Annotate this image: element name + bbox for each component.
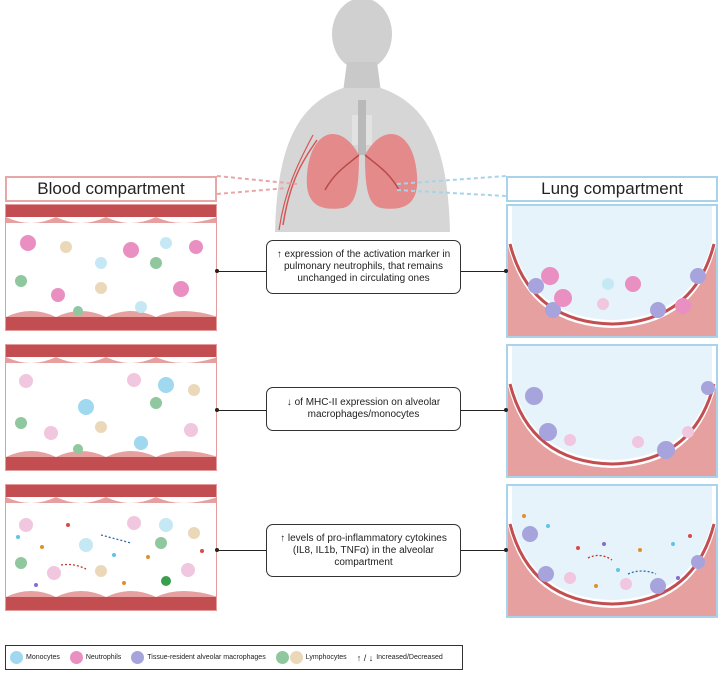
alveolus-illustration — [508, 486, 716, 616]
lung-compartment-title: Lung compartment — [541, 179, 683, 198]
blood-vessel-illustration — [6, 485, 216, 610]
blood-compartment-header: Blood compartment — [5, 176, 217, 202]
connector-1-right — [461, 271, 506, 272]
callout-text-1: ↑ expression of the activation marker in… — [276, 249, 451, 284]
figure-connectors — [217, 175, 507, 197]
callout-activation-marker: ↑ expression of the activation marker in… — [266, 240, 461, 294]
blood-vessel-illustration — [6, 205, 216, 330]
legend-label-neutrophils: Neutrophils — [85, 654, 122, 661]
legend-item-arrows: ↑ / ↓ Increased/Decreased — [357, 653, 443, 663]
connector-dot-2-right — [504, 408, 508, 412]
blood-panel-3 — [5, 484, 217, 611]
callout-mhc-ii: ↓ of MHC-II expression on alveolar macro… — [266, 387, 461, 431]
connector-3-right — [461, 550, 506, 551]
legend-label-arrows: Increased/Decreased — [376, 654, 443, 661]
macrophage-icon — [131, 651, 145, 664]
lymphocyte-green-icon — [275, 651, 289, 664]
monocyte-icon — [10, 651, 23, 664]
callout-cytokines: ↑ levels of pro-inflammatory cytokines (… — [266, 524, 461, 577]
legend: Monocytes Neutrophils Tissue-resident al… — [5, 645, 463, 670]
legend-item-monocytes: Monocytes — [10, 651, 60, 664]
connector-1-left — [217, 271, 266, 272]
connector-dot-3-right — [504, 548, 508, 552]
legend-label-lymphocytes: Lymphocytes — [305, 654, 347, 661]
blood-compartment-title: Blood compartment — [37, 179, 185, 198]
legend-label-monocytes: Monocytes — [26, 654, 60, 661]
neutrophil-icon — [69, 651, 83, 664]
blood-panel-1 — [5, 204, 217, 331]
connector-dot-1-right — [504, 269, 508, 273]
blood-vessel-illustration — [6, 345, 216, 470]
legend-item-macrophages: Tissue-resident alveolar macrophages — [131, 651, 266, 664]
legend-item-neutrophils: Neutrophils — [69, 651, 122, 664]
connector-2-left — [217, 410, 266, 411]
up-down-arrows-icon: ↑ / ↓ — [356, 652, 374, 663]
legend-label-macrophages: Tissue-resident alveolar macrophages — [147, 654, 266, 661]
connector-2-right — [461, 410, 506, 411]
connector-3-left — [217, 550, 266, 551]
alveolus-illustration — [508, 206, 716, 336]
lung-panel-2 — [506, 344, 718, 478]
lung-compartment-header: Lung compartment — [506, 176, 718, 202]
alveolus-illustration — [508, 346, 716, 476]
lung-panel-1 — [506, 204, 718, 338]
legend-item-lymphocytes: Lymphocytes — [275, 651, 347, 664]
lymphocyte-beige-icon — [289, 651, 303, 664]
lung-panel-3 — [506, 484, 718, 618]
blood-panel-2 — [5, 344, 217, 471]
callout-text-3: ↑ levels of pro-inflammatory cytokines (… — [280, 532, 447, 568]
callout-text-2: ↓ of MHC-II expression on alveolar macro… — [286, 397, 441, 420]
